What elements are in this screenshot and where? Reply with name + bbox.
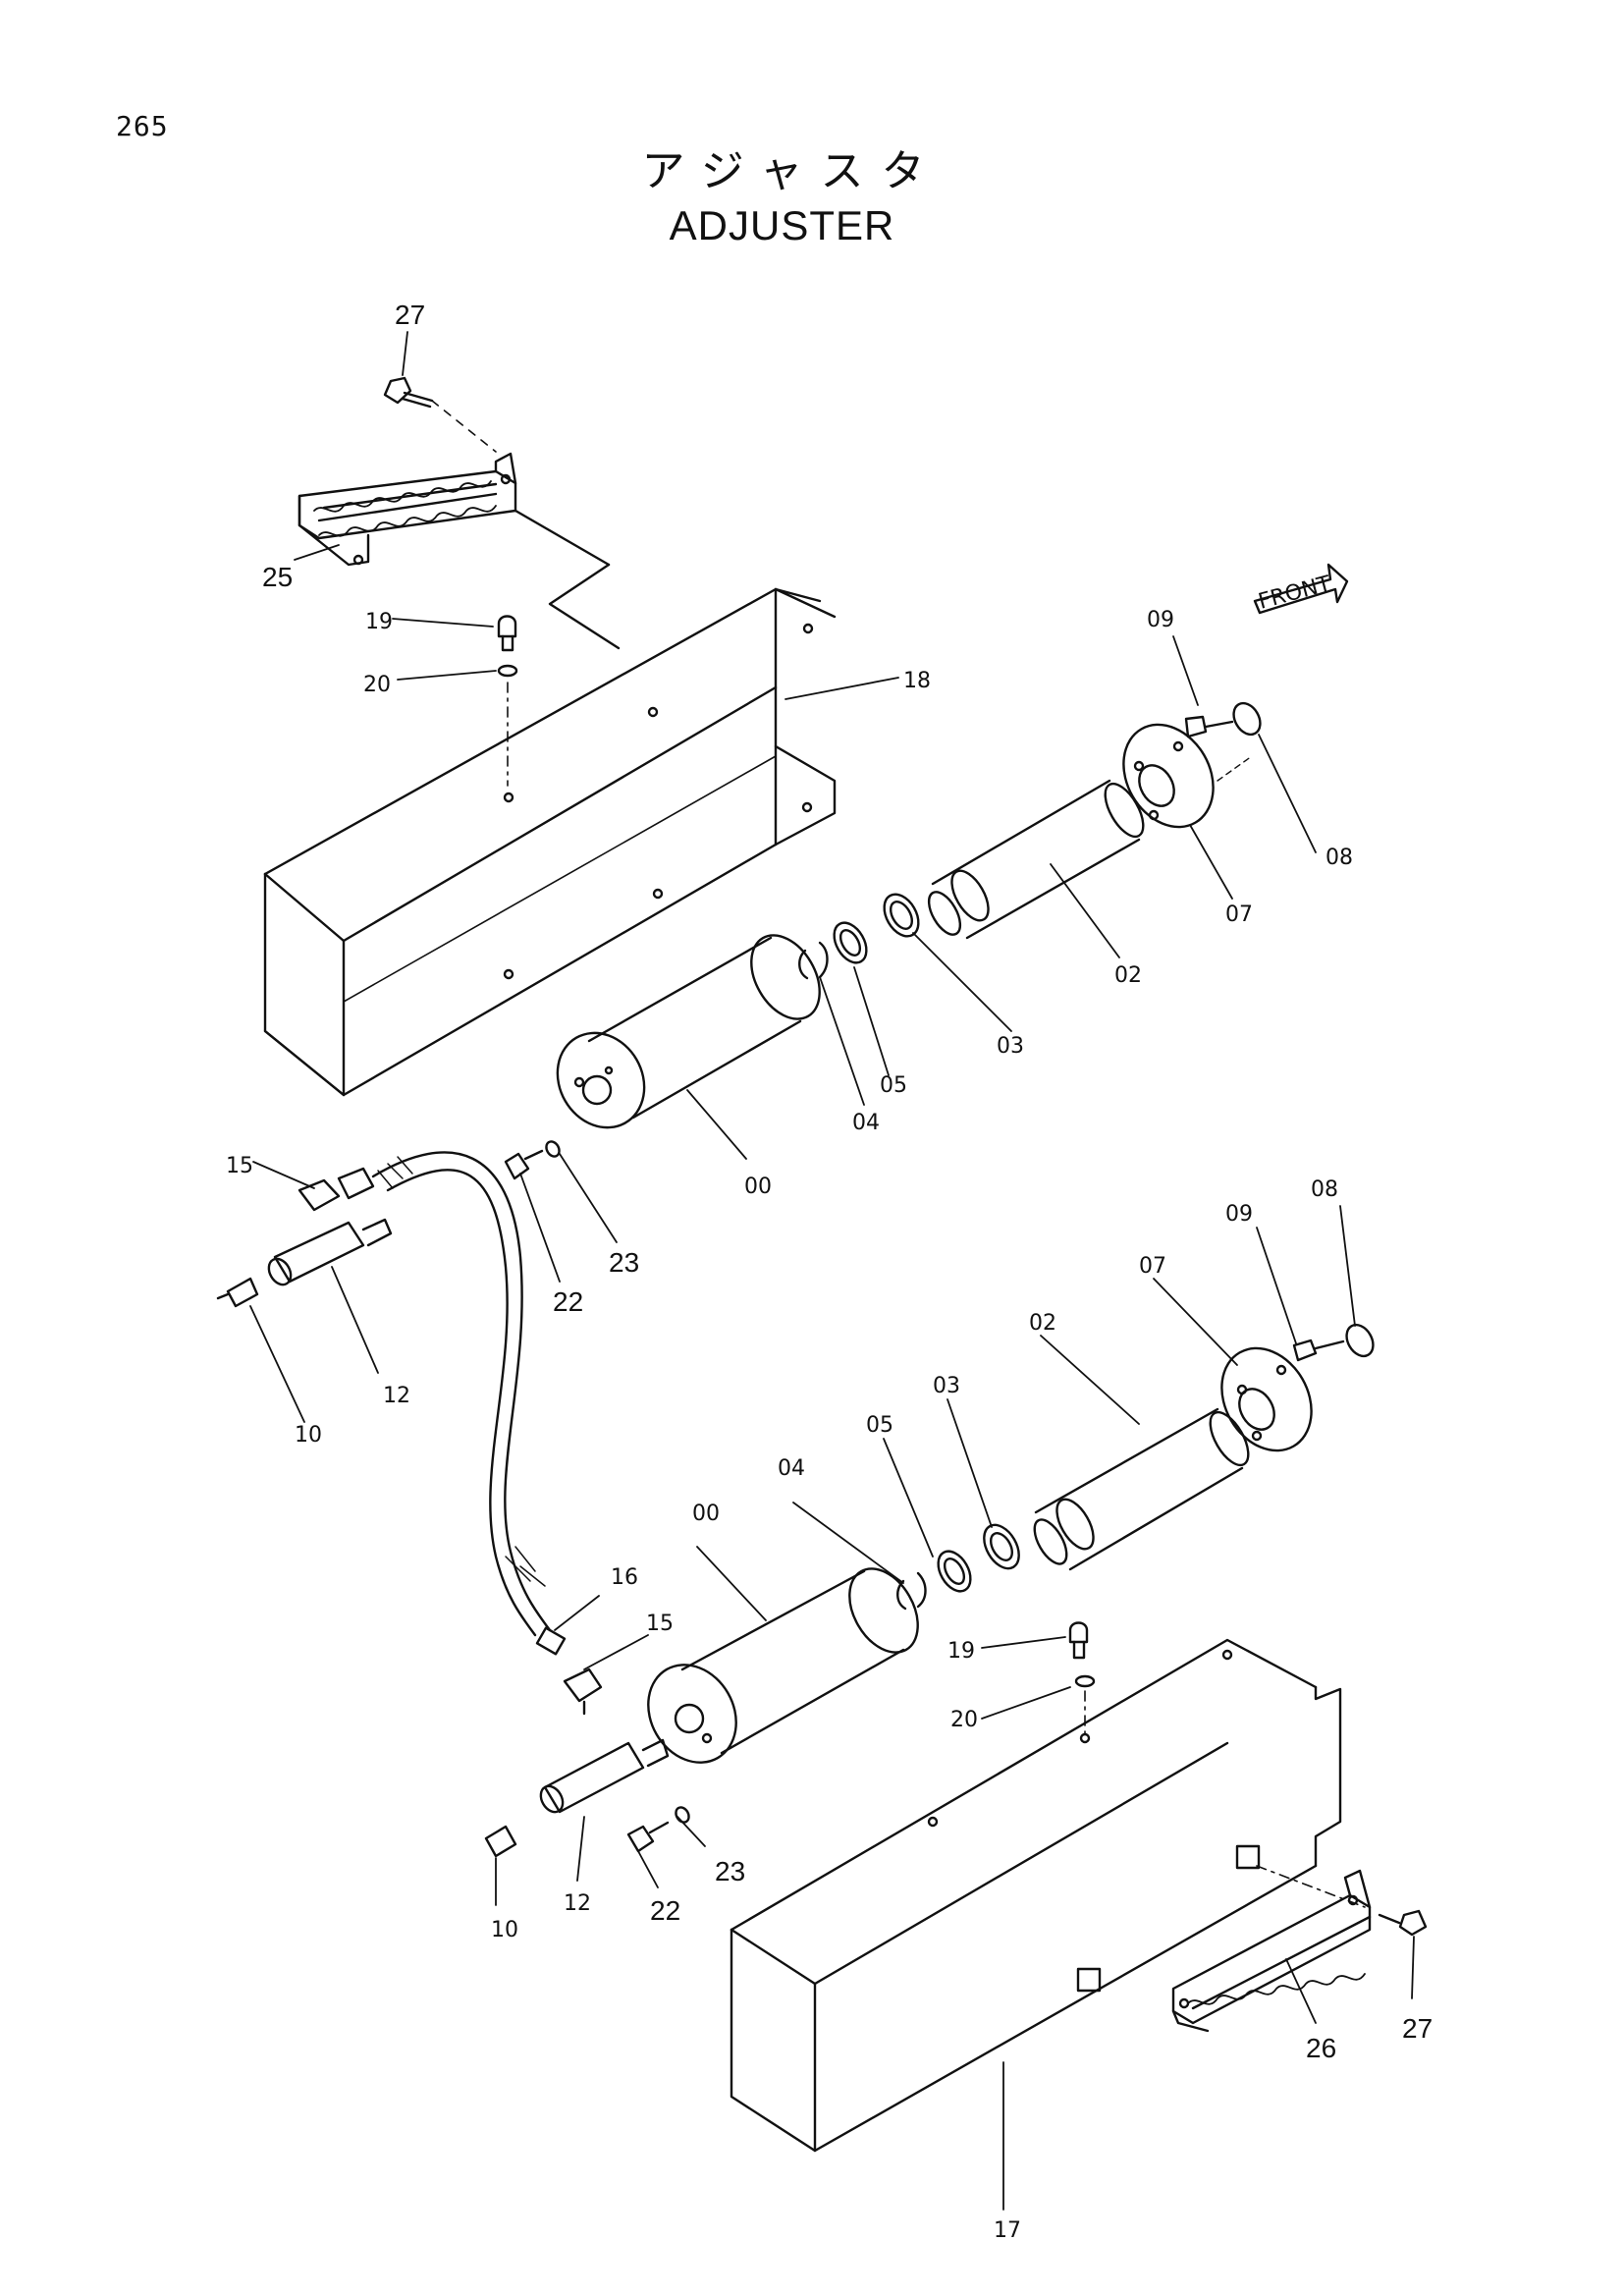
callout-label: 03 — [933, 1374, 960, 1398]
callout-label: 05 — [866, 1413, 893, 1438]
callout-label: 27 — [395, 300, 425, 330]
upper-rod-part-02 — [927, 779, 1145, 940]
title-block: アジャスタ ADJUSTER — [0, 136, 1623, 249]
upper-track-frame — [263, 587, 837, 1097]
front-direction-arrow: FRONT — [1253, 563, 1349, 615]
callout-label: 18 — [903, 669, 931, 693]
callout-label: 12 — [383, 1384, 410, 1408]
upper-bolt-19-washer-20 — [497, 615, 518, 787]
upper-bolt-part-27 — [383, 376, 497, 453]
callout-label: 26 — [1306, 2033, 1336, 2063]
callout-label: 15 — [646, 1612, 674, 1636]
callout-label: 02 — [1114, 963, 1142, 988]
callout-label: 07 — [1139, 1254, 1166, 1279]
callout-label: 09 — [1225, 1202, 1253, 1227]
callout-label: 05 — [880, 1073, 907, 1098]
lower-flange-group — [1220, 1323, 1375, 1452]
callout-label: 22 — [553, 1286, 583, 1317]
callout-label: 03 — [997, 1034, 1024, 1059]
upper-cylinder-part-00 — [556, 934, 821, 1129]
title-japanese: アジャスタ — [641, 146, 943, 196]
callout-label: 02 — [1029, 1311, 1056, 1336]
lower-step-part-26 — [1171, 1865, 1372, 2033]
callout-label: 23 — [715, 1856, 745, 1886]
lower-bolt-22-washer-23 — [626, 1806, 690, 1853]
callout-label: 12 — [564, 1891, 591, 1916]
front-label: FRONT — [1256, 572, 1334, 615]
upper-flange-group — [1122, 701, 1262, 829]
hose-part-16 — [371, 1151, 567, 1656]
upper-step-part-25 — [298, 452, 621, 650]
lower-track-frame — [730, 1638, 1342, 2153]
callout-labels: 27 25 19 20 18 09 08 07 02 03 05 04 00 1… — [226, 300, 1433, 2243]
callout-label: 22 — [650, 1895, 680, 1926]
callout-label: 23 — [609, 1247, 639, 1278]
callout-label: 10 — [491, 1918, 518, 1942]
callout-label: 15 — [226, 1154, 253, 1178]
callout-label: 10 — [295, 1423, 322, 1448]
callout-label: 04 — [778, 1456, 805, 1481]
callout-label: 00 — [744, 1175, 772, 1199]
callout-label: 00 — [692, 1502, 720, 1526]
callout-label: 20 — [363, 673, 391, 697]
lower-rod-part-02 — [1033, 1407, 1250, 1571]
upper-seal-group — [798, 893, 920, 980]
upper-fitting-group — [216, 1167, 393, 1308]
callout-label: 19 — [947, 1639, 975, 1664]
lower-bolt-19-washer-20 — [1068, 1621, 1096, 1739]
leader-lines — [249, 331, 1415, 2211]
callout-label: 09 — [1147, 608, 1174, 632]
callout-label: 19 — [365, 610, 393, 634]
callout-label: 04 — [852, 1111, 880, 1135]
callout-label: 27 — [1402, 2013, 1433, 2044]
title-english: ADJUSTER — [669, 202, 895, 248]
callout-label: 07 — [1225, 902, 1253, 927]
callout-label: 16 — [611, 1565, 638, 1590]
upper-bolt-22-washer-23 — [504, 1140, 561, 1180]
callout-label: 17 — [994, 2218, 1021, 2243]
page-number: 265 — [116, 110, 169, 142]
lower-cylinder-part-00 — [647, 1567, 919, 1764]
callout-label: 20 — [950, 1708, 978, 1732]
callout-label: 08 — [1311, 1177, 1338, 1202]
lower-fitting-group — [484, 1667, 670, 1858]
lower-bolt-part-27 — [1378, 1909, 1428, 1937]
lower-seal-group — [896, 1523, 1020, 1611]
callout-label: 08 — [1325, 846, 1353, 870]
callout-label: 25 — [262, 562, 293, 592]
